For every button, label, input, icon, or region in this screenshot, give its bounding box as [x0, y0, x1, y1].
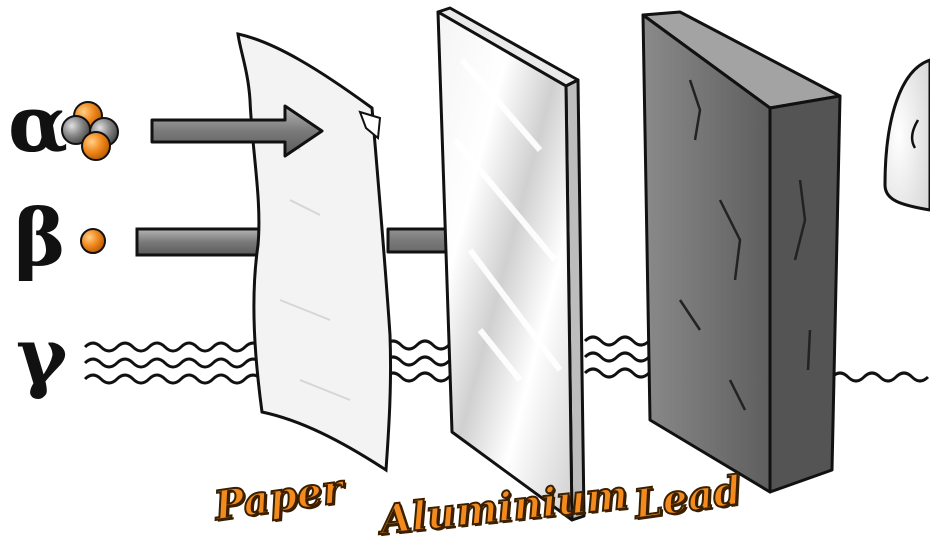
- gamma-wave-exit: [832, 373, 928, 381]
- lead-block: [643, 12, 840, 492]
- beta-symbol: β: [14, 200, 66, 278]
- gamma-symbol: γ: [16, 318, 68, 396]
- paper-sheet: [238, 34, 391, 470]
- alpha-particle: [62, 102, 118, 160]
- person-head: [885, 60, 930, 210]
- aluminium-sheet: [438, 8, 584, 520]
- alpha-arrow: [152, 106, 322, 156]
- beta-particle: [81, 229, 105, 253]
- alpha-symbol: α: [8, 86, 68, 164]
